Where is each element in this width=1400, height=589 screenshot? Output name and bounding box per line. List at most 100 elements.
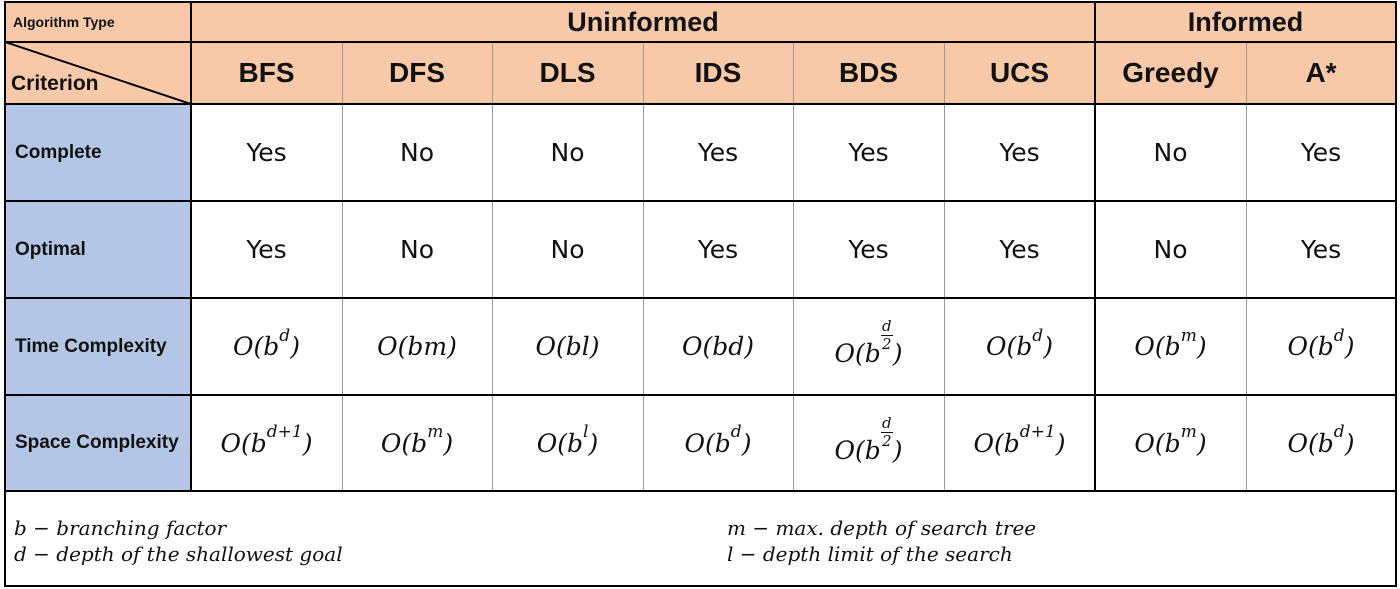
fraction-numerator: d [881, 413, 892, 432]
legend-item-b: b − branching factor [14, 516, 227, 540]
math-part: O( [973, 428, 1004, 458]
math-part: O( [1287, 332, 1318, 361]
math-part: b [1317, 428, 1334, 458]
math-part: ) [744, 332, 755, 361]
alg-header-ucs: UCS [944, 42, 1095, 104]
table-cell: O(bm) [342, 298, 492, 395]
border-line [1395, 1, 1397, 587]
cell-text: No [400, 138, 434, 167]
alg-header-greedy: Greedy [1095, 42, 1246, 104]
math-part: ) [302, 428, 313, 458]
border-line [4, 41, 1397, 43]
fraction-numerator: d [881, 317, 892, 335]
group-uninformed-label: Uninformed [567, 6, 719, 37]
cell-text: No [400, 235, 434, 264]
diagonal-divider [5, 42, 191, 104]
grid-line [643, 42, 644, 491]
alg-label-dfs: DFS [389, 57, 445, 88]
alg-label-ucs: UCS [989, 57, 1050, 88]
math-part: O( [834, 339, 865, 368]
cell-text: Yes [697, 138, 739, 167]
math-part: d+1 [266, 422, 303, 442]
grid-line [793, 42, 794, 491]
math-part: O( [220, 428, 251, 458]
row-label-optimal-text: Optimal [15, 238, 86, 260]
alg-label-greedy: Greedy [1122, 57, 1219, 88]
math-part: ) [1055, 428, 1066, 458]
math-part: d [1032, 325, 1044, 346]
border-line [4, 103, 1397, 105]
cell-text: Yes [848, 235, 889, 264]
table-cell: Yes [191, 104, 342, 201]
math-part: ) [1344, 428, 1355, 458]
fraction-denominator: 2 [881, 431, 892, 450]
alg-header-ids: IDS [643, 42, 793, 104]
border-line [1094, 1, 1096, 492]
math-part: m [1180, 325, 1197, 346]
cell-text: Yes [848, 138, 889, 167]
alg-label-dls: DLS [539, 57, 596, 88]
cell-text: No [550, 235, 585, 264]
row-label-time-text: Time Complexity [15, 335, 167, 357]
border-line [4, 394, 1397, 396]
cell-text: Yes [1300, 235, 1342, 264]
math-part: b [250, 428, 267, 458]
math-part: b [864, 435, 881, 465]
legend-item-m: m − max. depth of search tree [727, 516, 1037, 540]
table-cell: Yes [793, 201, 944, 298]
math-part: O( [1134, 428, 1165, 458]
group-informed: Informed [1095, 2, 1396, 42]
table-cell: No [492, 201, 643, 298]
group-uninformed: Uninformed [191, 2, 1095, 42]
border-line [4, 585, 1397, 587]
table-cell: Yes [1246, 201, 1396, 298]
table-cell: Yes [191, 201, 342, 298]
math-part: O( [1287, 428, 1318, 458]
math-part: bm [407, 332, 448, 361]
math-part: ) [447, 332, 457, 361]
math-part: O( [834, 435, 865, 465]
fraction-bar [880, 335, 893, 336]
cell-text: No [1153, 235, 1188, 264]
table-cell: No [1095, 104, 1246, 201]
math-part: ) [443, 428, 454, 458]
table-cell: No [342, 104, 492, 201]
cell-text: Yes [246, 138, 287, 167]
table-cell: Yes [944, 104, 1095, 201]
math-part: b [714, 428, 731, 458]
grid-line [492, 42, 493, 491]
math-part: O( [380, 428, 412, 458]
math-part: bl [565, 332, 590, 361]
math-part: b [263, 332, 280, 361]
math-part: ) [588, 428, 599, 458]
cell-text: Yes [246, 235, 287, 264]
math-part: ) [892, 339, 903, 368]
border-line [4, 200, 1397, 202]
table-cell: No [492, 104, 643, 201]
legend-item-l: l − depth limit of the search [727, 542, 1013, 566]
math-part: ) [1344, 332, 1355, 361]
border-line [4, 490, 1397, 492]
cell-text: Yes [999, 138, 1040, 167]
border-line [4, 1, 6, 587]
grid-line [342, 42, 343, 491]
alg-header-astar: A* [1246, 42, 1396, 104]
math-part: ) [741, 428, 752, 458]
math-part: O( [681, 332, 713, 361]
math-part: d [730, 422, 742, 442]
math-part: ) [1196, 428, 1207, 458]
alg-label-ids: IDS [694, 57, 742, 88]
cell-text: Yes [1300, 138, 1342, 167]
alg-header-bds: BDS [793, 42, 944, 104]
table-cell: Yes [793, 104, 944, 201]
group-informed-label: Informed [1187, 6, 1304, 37]
